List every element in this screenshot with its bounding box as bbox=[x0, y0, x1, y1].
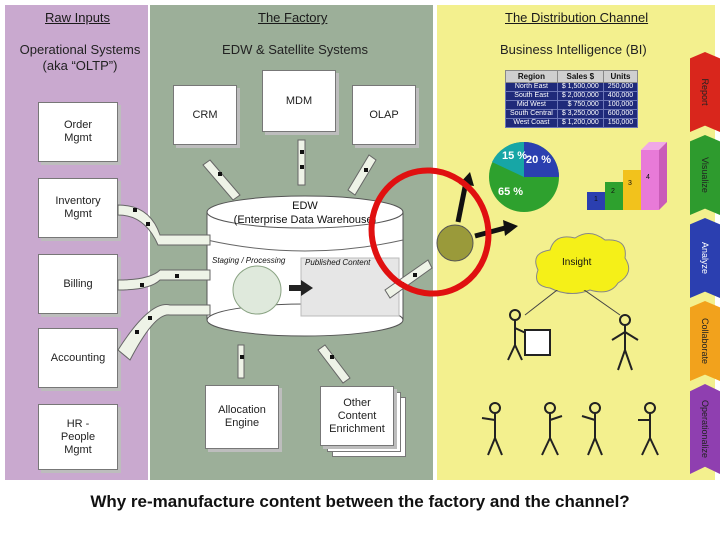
raw-inputs-title: Raw Inputs bbox=[45, 10, 111, 25]
olap-label: OLAP bbox=[369, 108, 399, 121]
insight-label: Insight bbox=[562, 257, 592, 268]
raw-inputs-subtitle-2: (aka “OLTP”) bbox=[42, 58, 118, 73]
channel-title: The Distribution Channel bbox=[505, 10, 649, 25]
inventory-mgmt-label: Inventory Mgmt bbox=[55, 195, 101, 220]
order-mgmt-label: Order Mgmt bbox=[63, 119, 93, 144]
people-figures bbox=[481, 290, 659, 456]
step-label-1: 1 bbox=[594, 196, 598, 203]
other-content-enrichment-label: Other Content Enrichment bbox=[329, 396, 385, 435]
table-cell: South East bbox=[505, 91, 558, 101]
staging-label: Staging / Processing bbox=[212, 256, 286, 265]
table-header: Units bbox=[602, 70, 639, 83]
pie-label-15: 15 % bbox=[502, 150, 528, 162]
sidebar-visualize: Visualize bbox=[690, 135, 720, 215]
accounting-box: Accounting bbox=[38, 328, 118, 388]
table-cell: West Coast bbox=[505, 118, 558, 128]
table-cell: $ 750,000 bbox=[556, 100, 604, 110]
table-cell: North East bbox=[505, 82, 558, 92]
sidebar-collaborate-label: Collaborate bbox=[700, 317, 710, 365]
factory-subtitle: EDW & Satellite Systems bbox=[222, 42, 368, 57]
edw-title: EDW bbox=[292, 200, 318, 212]
allocation-engine-box: Allocation Engine bbox=[205, 385, 279, 449]
table-header-row: Region Sales $ Units bbox=[505, 70, 639, 83]
table-cell: South Central bbox=[505, 109, 558, 119]
table-cell: 150,000 bbox=[602, 118, 639, 128]
published-content-label: Published Content bbox=[305, 258, 371, 267]
pie-label-20: 20 % bbox=[526, 154, 552, 166]
pie-chart-graphic bbox=[489, 141, 559, 212]
sidebar-collaborate: Collaborate bbox=[690, 301, 720, 381]
sidebar-analyze: Analyze bbox=[690, 218, 720, 298]
table-cell: $ 1,200,000 bbox=[556, 118, 604, 128]
hr-people-mgmt-label: HR - People Mgmt bbox=[60, 417, 96, 456]
sidebar-report: Report bbox=[690, 52, 720, 132]
sidebar-operationalize: Operationalize bbox=[690, 384, 720, 474]
table-cell: $ 1,500,000 bbox=[556, 82, 604, 92]
slide-caption: Why re-manufacture content between the f… bbox=[90, 492, 630, 511]
insight-cloud bbox=[535, 233, 630, 294]
sidebar-visualize-label: Visualize bbox=[700, 157, 710, 193]
table-header: Region bbox=[505, 70, 558, 83]
crm-label: CRM bbox=[192, 108, 218, 121]
other-content-enrichment-box: Other Content Enrichment bbox=[320, 386, 394, 446]
pie-label-65: 65 % bbox=[498, 186, 524, 198]
edw-subtitle: (Enterprise Data Warehouse) bbox=[233, 214, 377, 226]
inventory-mgmt-box: Inventory Mgmt bbox=[38, 178, 118, 238]
region-sales-table: Region Sales $ Units North East$ 1,500,0… bbox=[505, 70, 639, 128]
allocation-engine-label: Allocation Engine bbox=[218, 404, 266, 429]
table-cell: $ 2,000,000 bbox=[556, 91, 604, 101]
channel-subtitle: Business Intelligence (BI) bbox=[500, 42, 647, 57]
billing-label: Billing bbox=[63, 277, 93, 290]
mdm-box: MDM bbox=[262, 70, 336, 132]
table-cell: 250,000 bbox=[602, 82, 639, 92]
step-label-3: 3 bbox=[628, 180, 632, 187]
hr-people-mgmt-box: HR - People Mgmt bbox=[38, 404, 118, 470]
step-label-2: 2 bbox=[611, 188, 615, 195]
table-cell: 400,000 bbox=[602, 91, 639, 101]
mdm-label: MDM bbox=[285, 94, 313, 107]
raw-inputs-panel bbox=[5, 5, 148, 480]
step-label-4: 4 bbox=[646, 174, 650, 181]
billing-box: Billing bbox=[38, 254, 118, 314]
table-header: Sales $ bbox=[556, 70, 604, 83]
table-cell: 600,000 bbox=[602, 109, 639, 119]
order-mgmt-box: Order Mgmt bbox=[38, 102, 118, 162]
crm-box: CRM bbox=[173, 85, 237, 145]
table-cell: 100,000 bbox=[602, 100, 639, 110]
sidebar-operationalize-label: Operationalize bbox=[700, 399, 710, 459]
accounting-label: Accounting bbox=[50, 351, 106, 364]
sidebar-report-label: Report bbox=[700, 78, 710, 106]
factory-title: The Factory bbox=[258, 10, 328, 25]
raw-inputs-subtitle-1: Operational Systems bbox=[19, 42, 141, 57]
bar-steps-graphic bbox=[587, 142, 667, 210]
table-cell: $ 3,250,000 bbox=[556, 109, 604, 119]
table-cell: Mid West bbox=[505, 100, 558, 110]
olap-box: OLAP bbox=[352, 85, 416, 145]
sidebar-analyze-label: Analyze bbox=[700, 241, 710, 275]
